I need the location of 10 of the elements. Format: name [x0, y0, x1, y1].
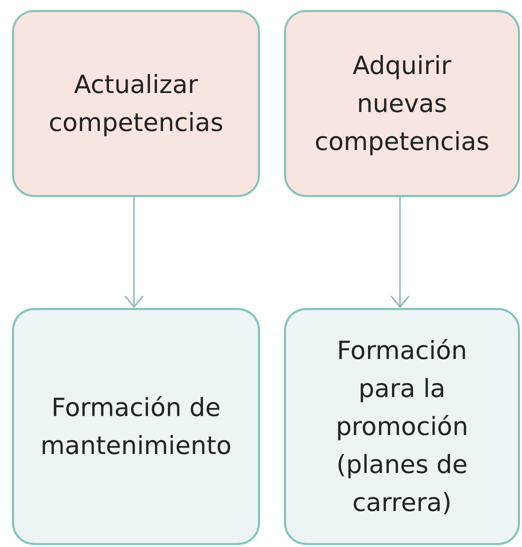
process-box [284, 308, 520, 545]
box-text: Adquirir nuevas competencias [314, 50, 490, 158]
box-text: Actualizar competencias [48, 68, 224, 138]
arrow [124, 197, 144, 308]
arrow [390, 197, 410, 308]
box-text: Formación de mantenimiento [39, 392, 233, 462]
process-box [284, 10, 520, 197]
box-text: Formación para la promoción (planes de carrera) [334, 334, 470, 518]
process-box [12, 308, 260, 545]
process-box [12, 10, 260, 197]
